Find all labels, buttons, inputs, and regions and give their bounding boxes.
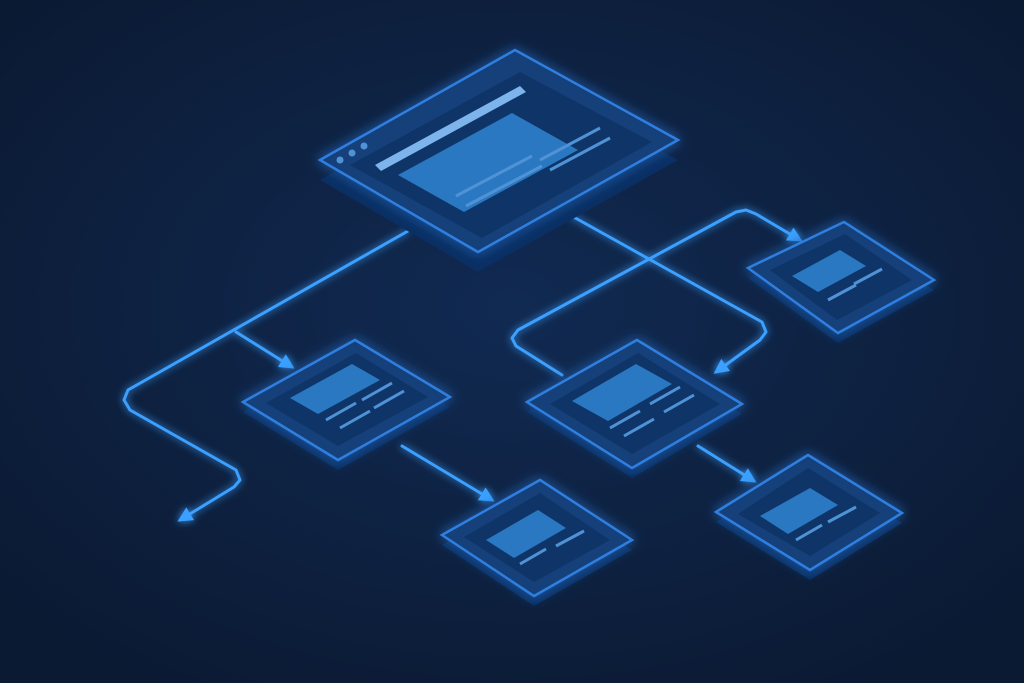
child-card-center: [524, 338, 745, 478]
root-window-card: [317, 48, 681, 272]
window-dot-2: [348, 149, 356, 157]
card-text-line-3: [649, 385, 681, 406]
card-text-line-2: [827, 505, 857, 524]
card-content-block: [486, 510, 566, 558]
card-text-line-4: [373, 389, 405, 410]
card-text-line-1: [795, 523, 823, 542]
child-card-right: [745, 220, 937, 343]
card-text-line-1: [827, 283, 857, 302]
card-content-block: [572, 364, 672, 421]
window-dot-3: [360, 142, 368, 150]
grandchild-card-left: [439, 478, 635, 606]
card-text-line-2: [339, 409, 371, 430]
root-text-line-2: [465, 164, 543, 208]
root-text-line-3: [539, 126, 601, 162]
connector-branch-to-child-left: [234, 330, 295, 369]
connector-root-to-child-center: [568, 213, 768, 374]
root-header-bar: [375, 86, 526, 171]
card-text-line-1: [325, 401, 357, 422]
card-text-line-2: [853, 267, 883, 286]
card-text-line-4: [663, 393, 695, 414]
card-content-block: [290, 364, 380, 414]
card-text-line-2: [555, 529, 585, 548]
connector-child-left-to-grandchild-left: [400, 444, 495, 502]
card-text-line-3: [361, 381, 393, 402]
card-content-block: [760, 488, 838, 534]
root-text-line-4: [549, 136, 611, 172]
root-content-block: [398, 113, 578, 212]
connector-root-to-left-branch: [122, 229, 410, 522]
root-text-line-1: [455, 154, 533, 198]
card-text-line-2: [623, 417, 655, 438]
grandchild-card-center: [713, 453, 905, 580]
card-inner: [266, 353, 428, 446]
card-text-line-1: [519, 547, 547, 566]
child-card-left: [240, 338, 453, 470]
connector-child-center-to-grandchild-center: [696, 444, 757, 483]
card-text-line-1: [609, 409, 641, 430]
window-dot-1: [336, 156, 344, 164]
connector-cross-to-right-and-center: [510, 208, 803, 377]
connectors: [122, 208, 803, 522]
card-content-block: [792, 250, 866, 292]
